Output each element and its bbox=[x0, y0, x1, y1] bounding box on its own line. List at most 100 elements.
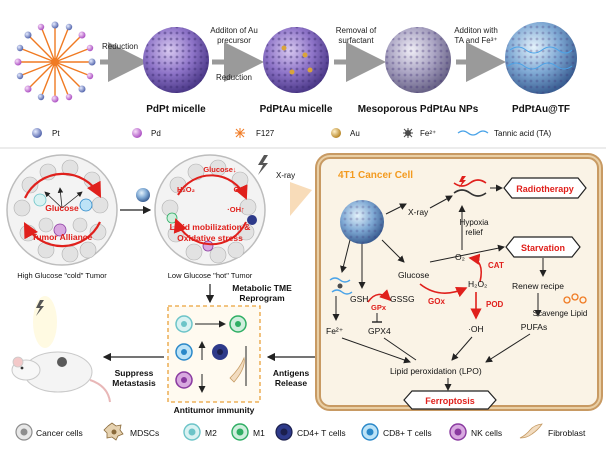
xray-bolt-icon bbox=[258, 155, 268, 175]
pdptau-micelle-particle bbox=[263, 27, 329, 93]
svg-text:Fibroblast: Fibroblast bbox=[548, 428, 586, 438]
svg-text:Cancer cells: Cancer cells bbox=[36, 428, 83, 438]
svg-text:MDSCs: MDSCs bbox=[130, 428, 159, 438]
oxidative-stress-label: Oxidative stress bbox=[177, 233, 243, 243]
hypoxia-line2: relief bbox=[465, 228, 483, 237]
step4-line1: Additon with bbox=[454, 26, 498, 35]
hot-o2-label: O₂↑ bbox=[234, 185, 247, 194]
legend-ta: Tannic acid (TA) bbox=[494, 129, 552, 138]
step2-line2: precursor bbox=[217, 36, 251, 45]
mouse-illustration bbox=[11, 296, 111, 403]
hot-tumor: Glucose↓ H₂O₂ O₂↑ ·OH↑ Lipid mobilizatio… bbox=[154, 154, 266, 266]
immunity-box bbox=[167, 305, 261, 403]
cell-legend: Cancer cells MDSCs M2 M1 CD4+ T cells CD… bbox=[15, 422, 586, 441]
dna-icon bbox=[453, 176, 487, 197]
legend-f127: F127 bbox=[256, 129, 275, 138]
hot-xray-label: X-ray bbox=[276, 171, 295, 180]
f127-icon bbox=[235, 128, 245, 138]
legend-nk-cells: NK cells bbox=[449, 423, 502, 441]
cell-h2o2-label: H₂O₂ bbox=[468, 279, 487, 289]
step4-line2: TA and Fe³⁺ bbox=[454, 36, 497, 45]
starvation-label: Starvation bbox=[521, 243, 565, 253]
np4-label: PdPtAu@TF bbox=[512, 104, 570, 115]
fe-icon bbox=[403, 128, 413, 138]
svg-text:NK cells: NK cells bbox=[471, 428, 502, 438]
suppress-line2: Metastasis bbox=[112, 378, 156, 388]
ta-fe-complex-icon bbox=[329, 277, 353, 295]
legend-cd4-t-cells: CD4+ T cells bbox=[275, 423, 346, 441]
legend-fibroblast: Fibroblast bbox=[519, 423, 586, 439]
cell-glucose-label: Glucose bbox=[398, 270, 429, 280]
panel-title: 4T1 Cancer Cell bbox=[338, 170, 413, 181]
cold-tumor: Glucose Tumor Alliance bbox=[6, 154, 118, 266]
tumor-alliance-label: Tumor Alliance bbox=[32, 232, 93, 242]
ferroptosis-badge: Ferroptosis bbox=[403, 390, 497, 410]
gssg-label: GSSG bbox=[390, 294, 415, 304]
renew-label: Renew recipe bbox=[512, 281, 564, 291]
pdptau-tf-particle bbox=[505, 22, 577, 94]
scavenge-label: Scavenge Lipid bbox=[533, 309, 588, 318]
svg-text:CD4+ T cells: CD4+ T cells bbox=[297, 428, 346, 438]
gox-label: GOx bbox=[428, 297, 445, 306]
cell-nanoparticle bbox=[340, 200, 384, 244]
hot-oh-label: ·OH↑ bbox=[227, 205, 245, 214]
step2-sub: Reduction bbox=[216, 73, 252, 82]
suppress-line1: Suppress bbox=[115, 368, 154, 378]
legend-cd8-t-cells: CD8+ T cells bbox=[361, 423, 432, 441]
step2-line1: Additon of Au bbox=[210, 26, 258, 35]
svg-text:M2: M2 bbox=[205, 428, 217, 438]
svg-text:CD8+ T cells: CD8+ T cells bbox=[383, 428, 432, 438]
np2-label: PdPtAu micelle bbox=[260, 104, 333, 115]
synthesis-row: Reduction PdPt micelle Additon of Au pre… bbox=[14, 21, 577, 115]
gsh-label: GSH bbox=[350, 294, 368, 304]
pt-icon bbox=[32, 128, 42, 138]
lpo-label: Lipid peroxidation (LPO) bbox=[390, 366, 482, 376]
antitumor-immunity-label: Antitumor immunity bbox=[174, 405, 255, 415]
cell-xray-label: X-ray bbox=[408, 207, 429, 217]
radiotherapy-badge: Radiotherapy bbox=[503, 177, 587, 199]
lipid-mobilization-label: Lipid mobilization & bbox=[170, 222, 251, 232]
pufas-label: PUFAs bbox=[521, 322, 547, 332]
cold-glucose-label: Glucose bbox=[45, 203, 79, 213]
hot-glucose-label: Glucose↓ bbox=[203, 165, 236, 174]
ferroptosis-label: Ferroptosis bbox=[425, 396, 475, 406]
step3-line2: surfactant bbox=[338, 36, 374, 45]
legend-mdscs: MDSCs bbox=[103, 422, 159, 441]
pdpt-micelle-particle bbox=[143, 27, 209, 93]
hot-tumor-caption: Low Glucose "hot" Tumor bbox=[168, 271, 253, 280]
antigens-line2: Release bbox=[275, 378, 307, 388]
material-legend: Pt Pd F127 Au Fe²⁺ Tannic acid (TA) bbox=[32, 128, 552, 138]
pod-label: POD bbox=[486, 300, 504, 309]
legend-pd: Pd bbox=[151, 129, 161, 138]
legend-m1: M1 bbox=[231, 423, 265, 441]
legend-fe: Fe²⁺ bbox=[420, 129, 436, 138]
tme-label-line1: Metabolic TME bbox=[232, 283, 292, 293]
hot-h2o2-label: H₂O₂ bbox=[177, 185, 195, 194]
step3-line1: Removal of bbox=[336, 26, 377, 35]
legend-cancer-cells: Cancer cells bbox=[15, 423, 83, 441]
radiotherapy-label: Radiotherapy bbox=[516, 184, 574, 194]
legend-m2: M2 bbox=[183, 423, 217, 441]
tannic-acid-icon bbox=[457, 130, 489, 136]
step1-label: Reduction bbox=[102, 42, 138, 51]
cold-tumor-caption: High Glucose "cold" Tumor bbox=[17, 271, 107, 280]
cell-oh-label: ·OH bbox=[468, 324, 484, 334]
hypoxia-line1: Hypoxia bbox=[460, 218, 489, 227]
starvation-badge: Starvation bbox=[505, 236, 581, 258]
legend-au: Au bbox=[350, 129, 360, 138]
cell-o2-label: O₂ bbox=[455, 252, 465, 262]
injected-np-icon bbox=[136, 188, 150, 202]
gpx4-label: GPX4 bbox=[368, 326, 391, 336]
np3-label: Mesoporous PdPtAu NPs bbox=[358, 104, 479, 115]
legend-pt: Pt bbox=[52, 129, 60, 138]
svg-text:M1: M1 bbox=[253, 428, 265, 438]
antigens-line1: Antigens bbox=[273, 368, 310, 378]
fe2-label: Fe²⁺ bbox=[326, 326, 344, 336]
lipid-droplet-icon bbox=[563, 293, 587, 304]
gpx-enzyme-label: GPx bbox=[371, 303, 387, 312]
cat-label: CAT bbox=[488, 261, 504, 270]
np1-label: PdPt micelle bbox=[146, 104, 206, 115]
au-icon bbox=[331, 128, 341, 138]
mesoporous-np-particle bbox=[385, 27, 451, 93]
